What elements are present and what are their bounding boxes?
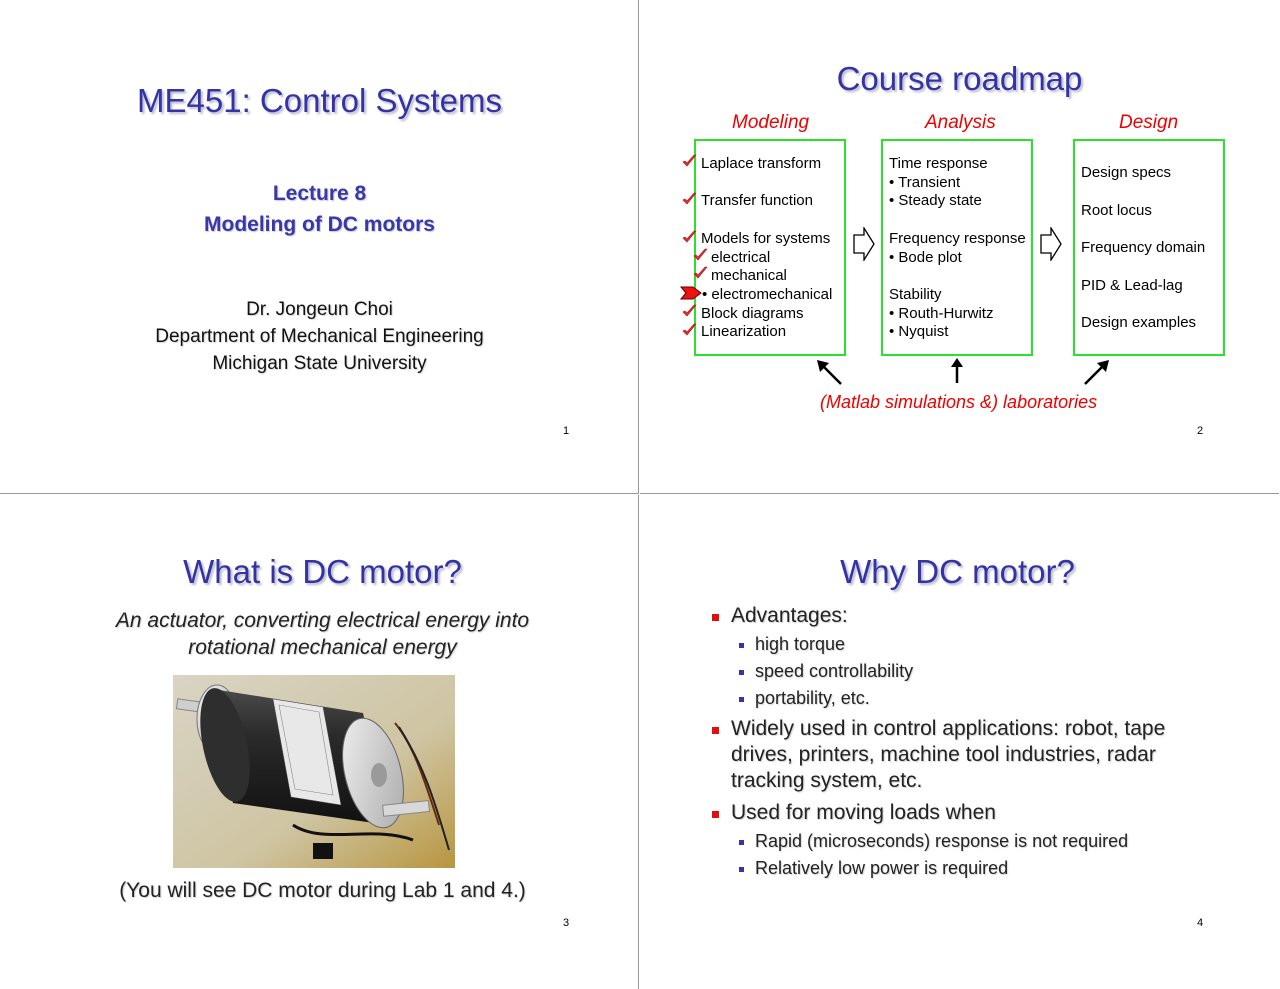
modeling-item: • electromechanical xyxy=(702,286,833,303)
lab-footer: (Matlab simulations &) laboratories xyxy=(820,392,1098,412)
lab-note: (You will see DC motor during Lab 1 and … xyxy=(119,879,526,902)
checkmark-icon xyxy=(682,304,697,317)
analysis-item: • Routh-Hurwitz xyxy=(889,305,994,322)
design-box xyxy=(1073,139,1225,356)
advantage-item: portability, etc. xyxy=(755,688,870,708)
applications-line-1: Widely used in control applications: rob… xyxy=(731,717,1166,740)
header-modeling: Modeling xyxy=(732,112,810,133)
modeling-item: Block diagrams xyxy=(701,305,804,322)
header-design: Design xyxy=(1119,112,1179,133)
sub-bullet-icon xyxy=(739,867,744,872)
modeling-item: Transfer function xyxy=(701,192,813,209)
page-number: 1 xyxy=(563,425,570,437)
page-number: 3 xyxy=(563,917,570,929)
sub-bullet-icon xyxy=(739,643,744,648)
slide-1: ME451: Control Systems Lecture 8 Modelin… xyxy=(0,0,639,494)
design-item: Frequency domain xyxy=(1081,239,1206,256)
bullet-icon xyxy=(712,727,719,734)
lecture-number: Lecture 8 xyxy=(272,182,367,205)
design-item: Design specs xyxy=(1081,164,1172,181)
definition-line-1: An actuator, converting electrical energ… xyxy=(115,609,530,632)
advantage-item: high torque xyxy=(755,634,846,654)
slide-4: Why DC motor? Advantages: high torque sp… xyxy=(640,495,1279,989)
analysis-item: Time response xyxy=(889,155,988,172)
page-number: 4 xyxy=(1197,917,1204,929)
analysis-item: • Nyquist xyxy=(889,323,949,340)
page-number: 2 xyxy=(1197,425,1204,437)
bullet-icon xyxy=(712,811,719,818)
design-item: Design examples xyxy=(1081,314,1197,331)
advantage-item: speed controllability xyxy=(755,661,914,681)
modeling-item: electrical xyxy=(711,249,771,266)
university: Michigan State University xyxy=(212,353,427,374)
slide-title: Why DC motor? xyxy=(840,553,1075,590)
definition-line-2: rotational mechanical energy xyxy=(188,636,457,659)
checkmark-icon xyxy=(682,154,697,167)
design-item: Root locus xyxy=(1081,202,1152,219)
usage-heading: Used for moving loads when xyxy=(731,801,996,824)
arrow-up-right-icon xyxy=(1084,360,1109,385)
slide-3: What is DC motor? An actuator, convertin… xyxy=(0,495,639,989)
checkmark-icon xyxy=(682,323,697,336)
arrow-up-left-icon xyxy=(817,360,842,385)
design-item: PID & Lead-lag xyxy=(1081,277,1183,294)
slide-title: What is DC motor? xyxy=(183,553,462,590)
department: Department of Mechanical Engineering xyxy=(155,326,484,347)
sub-bullet-icon xyxy=(739,697,744,702)
flow-arrow-icon xyxy=(1040,227,1062,261)
flow-arrow-icon xyxy=(853,227,875,261)
modeling-item: mechanical xyxy=(711,267,787,284)
usage-item: Relatively low power is required xyxy=(755,858,1009,878)
analysis-item: Frequency response xyxy=(889,230,1026,247)
checkmark-icon xyxy=(693,248,708,261)
current-topic-arrow-icon xyxy=(680,286,702,300)
arrow-up-icon xyxy=(951,358,963,383)
usage-item: Rapid (microseconds) response is not req… xyxy=(755,831,1129,851)
sub-bullet-icon xyxy=(739,670,744,675)
author: Dr. Jongeun Choi xyxy=(246,299,393,320)
analysis-item: • Transient xyxy=(889,174,961,191)
applications-line-3: tracking system, etc. xyxy=(731,769,923,792)
checkmark-icon xyxy=(682,230,697,243)
analysis-item: • Steady state xyxy=(889,192,982,209)
analysis-item: Stability xyxy=(889,286,942,303)
lecture-topic: Modeling of DC motors xyxy=(204,213,435,236)
analysis-item: • Bode plot xyxy=(889,249,962,266)
checkmark-icon xyxy=(693,266,708,279)
sub-bullet-icon xyxy=(739,840,744,845)
checkmark-icon xyxy=(682,192,697,205)
slide-title: Course roadmap xyxy=(836,60,1083,97)
dc-motor-photo xyxy=(173,675,455,868)
analysis-box xyxy=(881,139,1033,356)
applications-line-2: drives, printers, machine tool industrie… xyxy=(731,743,1156,766)
modeling-item: Linearization xyxy=(701,323,787,340)
slide-2: Course roadmap Modeling Analysis Design … xyxy=(640,0,1279,494)
slide-title: ME451: Control Systems xyxy=(137,82,502,119)
header-analysis: Analysis xyxy=(925,112,996,133)
advantages-heading: Advantages: xyxy=(731,604,848,627)
modeling-box xyxy=(694,139,846,356)
bullet-icon xyxy=(712,614,719,621)
modeling-item: Laplace transform xyxy=(701,155,822,172)
modeling-item: Models for systems xyxy=(701,230,831,247)
